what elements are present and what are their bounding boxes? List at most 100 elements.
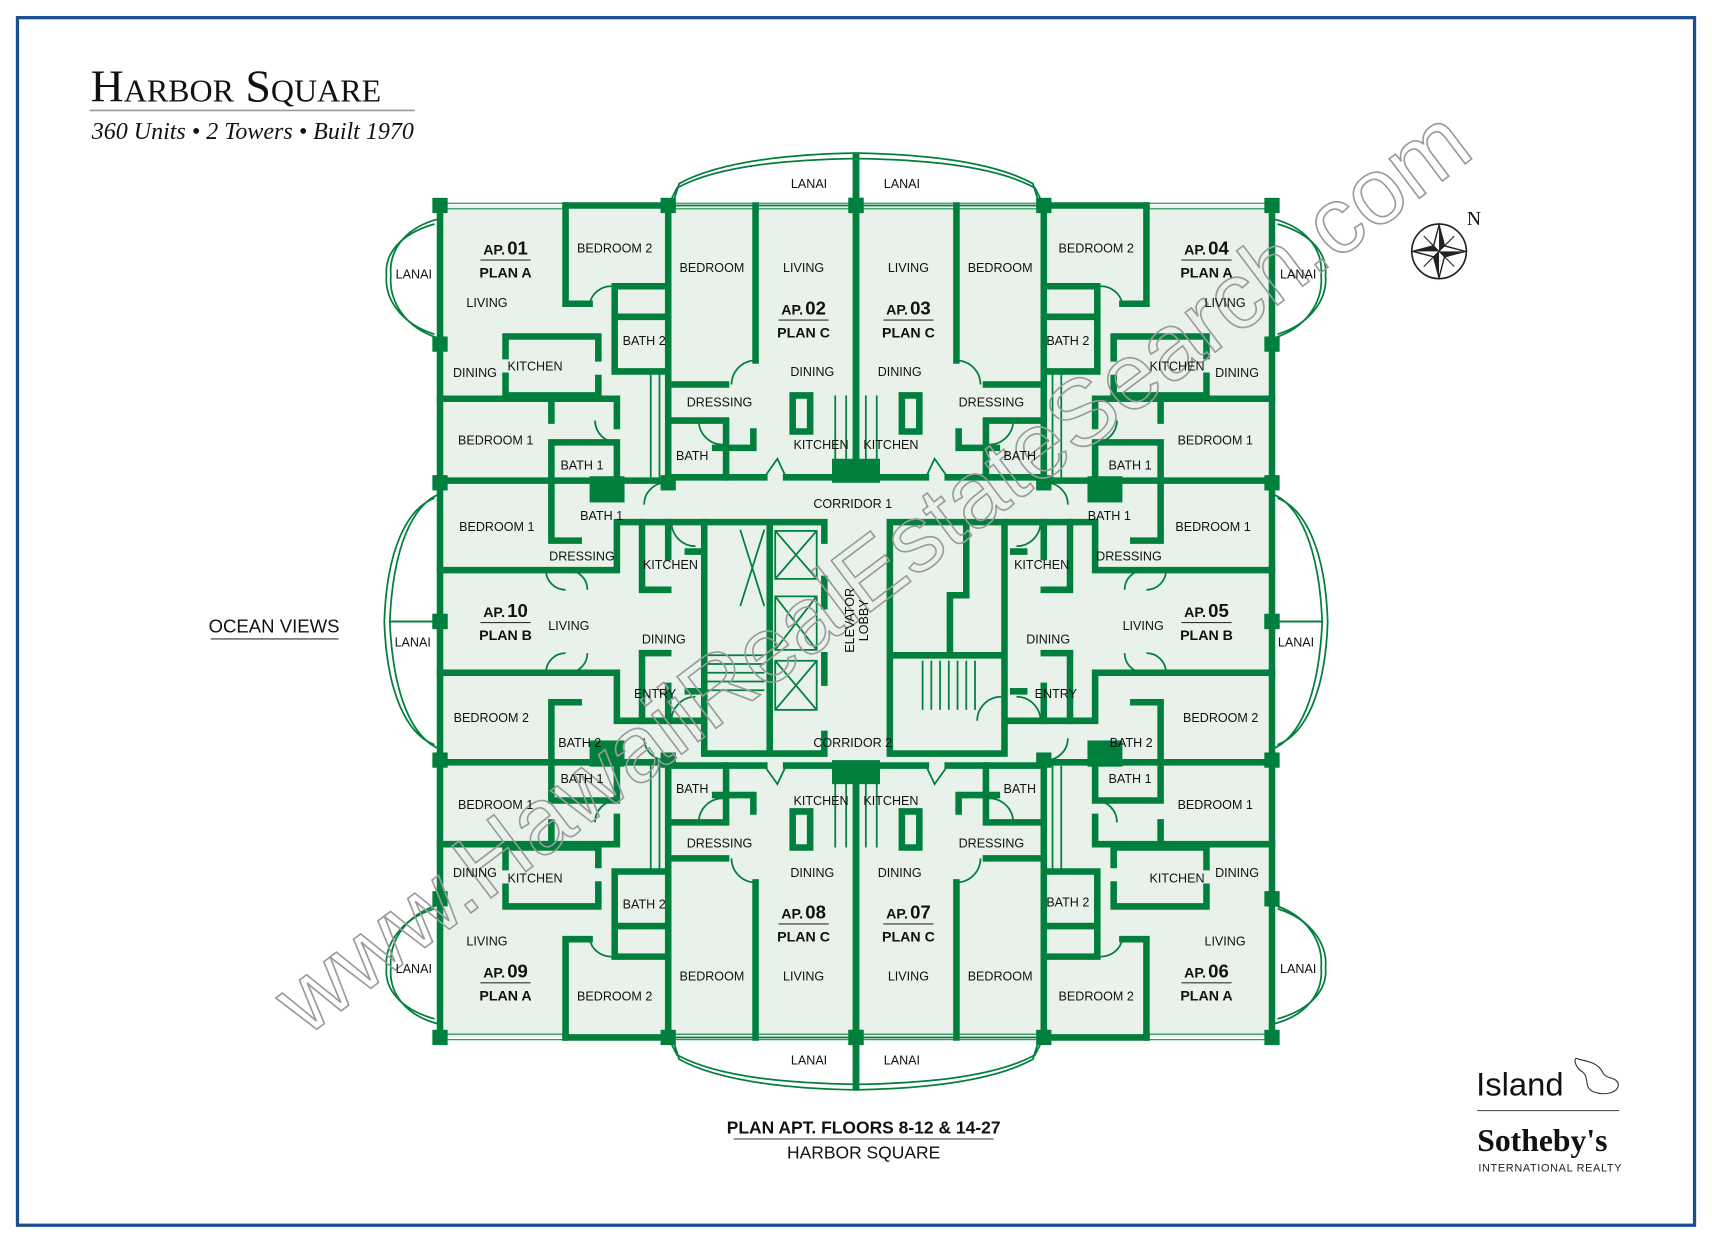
elevator-lobby-label-1: ELEVATOR	[843, 588, 857, 653]
room-label: BEDROOM 2	[1059, 989, 1134, 1003]
ap-prefix: AP.	[1184, 243, 1206, 259]
room-label: DRESSING	[1096, 549, 1162, 563]
room-label: LIVING	[783, 261, 824, 275]
room-label: LIVING	[1204, 935, 1245, 949]
room-label: DINING	[1215, 866, 1259, 880]
room-label: KITCHEN	[1149, 359, 1204, 373]
ap-prefix: AP.	[483, 243, 505, 259]
room-label: BEDROOM 2	[1183, 711, 1258, 725]
room-label: BATH 2	[623, 334, 666, 348]
room-label: LANAI	[884, 177, 920, 191]
unit-number: 04	[1208, 238, 1229, 259]
room-label: LANAI	[791, 177, 827, 191]
room-label: LANAI	[791, 1054, 827, 1068]
room-label: LIVING	[466, 935, 507, 949]
room-label: DINING	[453, 366, 497, 380]
room-label: BATH 2	[623, 898, 666, 912]
unit-number-label: AP.08	[781, 901, 826, 922]
room-label: BATH 2	[1046, 334, 1089, 348]
unit-number-label: AP.02	[781, 298, 826, 319]
ap-prefix: AP.	[1184, 605, 1206, 621]
unit-number: 10	[507, 600, 528, 621]
corridor-2-label: CORRIDOR 2	[813, 736, 892, 750]
unit-number-label: AP.09	[483, 960, 528, 981]
unit-number-label: AP.07	[886, 901, 931, 922]
room-label: DINING	[790, 365, 834, 379]
unit-plan-label: PLAN A	[479, 266, 531, 282]
unit-plan-label: PLAN A	[1180, 988, 1232, 1004]
room-label: DRESSING	[687, 395, 753, 409]
unit-plan-label: PLAN C	[777, 929, 830, 945]
room-label: BATH 1	[1109, 459, 1152, 473]
unit-number: 01	[507, 238, 528, 259]
north-label: N	[1467, 208, 1481, 230]
unit-plan-label: PLAN B	[479, 628, 532, 644]
room-label: LANAI	[396, 962, 432, 976]
room-label: LIVING	[783, 970, 824, 984]
room-label: BATH	[1004, 782, 1037, 796]
plan-caption: PLAN APT. FLOORS 8-12 & 14-27	[727, 1118, 1001, 1138]
room-label: LANAI	[1280, 962, 1316, 976]
elevator-lobby-label-2: LOBBY	[857, 599, 871, 641]
room-label: DINING	[1215, 366, 1259, 380]
logo-sothebys: Sotheby's	[1477, 1123, 1607, 1158]
unit-number-label: AP.05	[1184, 600, 1229, 621]
unit-plan-label: PLAN C	[882, 929, 935, 945]
ocean-views-label: OCEAN VIEWS	[209, 615, 340, 636]
room-label: LIVING	[888, 970, 929, 984]
ap-prefix: AP.	[886, 303, 908, 319]
room-label: LIVING	[888, 261, 929, 275]
room-label: DRESSING	[959, 836, 1025, 850]
room-label: BEDROOM	[679, 970, 744, 984]
unit-number-label: AP.10	[483, 600, 528, 621]
unit-plan-label: PLAN C	[777, 326, 830, 342]
room-label: BATH 1	[1109, 772, 1152, 786]
unit-number: 02	[805, 298, 826, 319]
room-label: LANAI	[395, 636, 431, 650]
room-label: LIVING	[1123, 619, 1164, 633]
unit-plan-label: PLAN C	[882, 326, 935, 342]
room-label: LANAI	[396, 268, 432, 282]
room-label: BATH	[676, 449, 709, 463]
room-label: BATH 1	[1088, 509, 1131, 523]
room-label: KITCHEN	[863, 794, 918, 808]
ap-prefix: AP.	[483, 605, 505, 621]
room-label: BATH 2	[1046, 895, 1089, 909]
room-label: BEDROOM 1	[1175, 520, 1250, 534]
compass-rose-icon	[1410, 222, 1469, 281]
unit-plan-label: PLAN B	[1180, 628, 1233, 644]
room-label: LIVING	[548, 619, 589, 633]
unit-number: 08	[805, 901, 826, 922]
logo-island: Island	[1476, 1065, 1563, 1102]
room-label: KITCHEN	[643, 558, 698, 572]
room-label: KITCHEN	[507, 871, 562, 885]
room-label: KITCHEN	[1149, 871, 1204, 885]
room-label: LIVING	[466, 296, 507, 310]
plan-labels: CORRIDOR 1 CORRIDOR 2 ELEVATOR LOBBY OCE…	[209, 497, 893, 750]
room-label: BEDROOM	[968, 261, 1033, 275]
ap-prefix: AP.	[1184, 965, 1206, 981]
unit-number-label: AP.03	[886, 298, 931, 319]
island-map-icon	[1574, 1057, 1619, 1095]
room-label: BATH 2	[1110, 736, 1153, 750]
room-label: BEDROOM 1	[1178, 434, 1253, 448]
unit-number-label: AP.04	[1184, 238, 1229, 259]
room-label: BATH 2	[558, 736, 601, 750]
room-label: BEDROOM	[679, 261, 744, 275]
room-label: BEDROOM 1	[459, 520, 534, 534]
plan-building-name: HARBOR SQUARE	[787, 1143, 940, 1163]
room-label: ENTRY	[1035, 687, 1078, 701]
room-label: KITCHEN	[507, 359, 562, 373]
room-label: KITCHEN	[794, 438, 849, 452]
room-label: BEDROOM	[968, 970, 1033, 984]
room-label: DINING	[1026, 632, 1070, 646]
room-label: DINING	[642, 632, 686, 646]
room-label: LANAI	[1280, 268, 1316, 282]
sothebys-logo: Island Sotheby's INTERNATIONAL REALTY	[1476, 1057, 1622, 1175]
ap-prefix: AP.	[886, 906, 908, 922]
room-label: KITCHEN	[1014, 558, 1069, 572]
logo-international-realty: INTERNATIONAL REALTY	[1478, 1163, 1622, 1175]
ap-prefix: AP.	[483, 965, 505, 981]
